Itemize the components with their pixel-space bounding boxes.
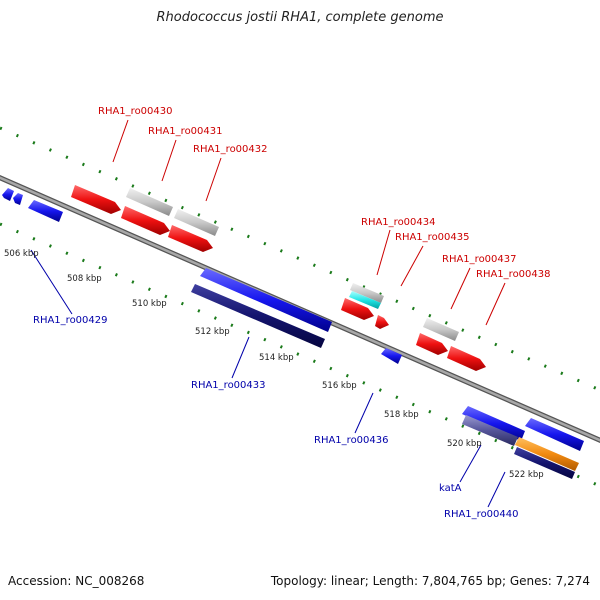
gene-label[interactable]: katA <box>439 483 462 494</box>
leader-line <box>161 139 177 182</box>
leader-line <box>205 157 222 202</box>
upper-tick-row <box>0 126 600 392</box>
leader-line <box>30 249 73 315</box>
leader-line <box>354 392 374 434</box>
gene-arrow[interactable] <box>447 346 486 371</box>
leader-line <box>487 471 506 508</box>
genome-summary: Topology: linear; Length: 7,804,765 bp; … <box>270 574 590 588</box>
leader-line <box>112 119 129 163</box>
gene-features <box>2 185 584 479</box>
scale-label: 508 kbp <box>67 274 102 284</box>
scale-label: 506 kbp <box>4 249 39 259</box>
gene-label[interactable]: RHA1_ro00436 <box>314 435 389 446</box>
gene-arrow[interactable] <box>349 291 381 309</box>
gene-arrow[interactable] <box>341 298 374 320</box>
gene-arrow[interactable] <box>28 200 63 222</box>
leader-line <box>231 336 250 379</box>
gene-arrow[interactable] <box>191 284 325 348</box>
gene-arrow[interactable] <box>375 315 389 329</box>
gene-arrow[interactable] <box>174 209 219 236</box>
gene-arrow[interactable] <box>13 193 23 205</box>
gene-arrow[interactable] <box>515 437 579 471</box>
gene-label[interactable]: RHA1_ro00440 <box>444 509 519 520</box>
gene-arrow[interactable] <box>2 188 14 201</box>
gene-arrow[interactable] <box>462 415 518 446</box>
leader-line <box>485 282 506 326</box>
leader-line <box>450 267 471 310</box>
gene-label[interactable]: RHA1_ro00438 <box>476 269 551 280</box>
gene-labels: RHA1_ro00430RHA1_ro00431RHA1_ro00432RHA1… <box>33 106 551 520</box>
gene-arrow[interactable] <box>121 206 170 235</box>
gene-label[interactable]: RHA1_ro00430 <box>98 106 173 117</box>
gene-arrow[interactable] <box>462 406 525 441</box>
gene-arrow[interactable] <box>514 447 575 479</box>
gene-label[interactable]: RHA1_ro00432 <box>193 144 268 155</box>
gene-label[interactable]: RHA1_ro00435 <box>395 232 470 243</box>
scale-label: 512 kbp <box>195 327 230 337</box>
scale-label: 518 kbp <box>384 410 419 420</box>
gene-arrow[interactable] <box>381 348 402 364</box>
scale-label: 520 kbp <box>447 439 482 449</box>
gene-arrow[interactable] <box>350 283 384 303</box>
gene-label[interactable]: RHA1_ro00433 <box>191 380 266 391</box>
gene-arrow[interactable] <box>423 318 459 341</box>
gene-arrow[interactable] <box>71 185 121 214</box>
leader-lines <box>30 119 506 508</box>
gene-arrow[interactable] <box>525 418 584 451</box>
gene-arrow[interactable] <box>416 333 448 355</box>
lower-tick-row <box>0 222 600 488</box>
map-title: Rhodococcus jostii RHA1, complete genome <box>156 10 444 25</box>
gene-arrow[interactable] <box>126 188 173 216</box>
leader-line <box>459 444 482 483</box>
gene-label[interactable]: RHA1_ro00431 <box>148 126 223 137</box>
scale-labels: 506 kbp 508 kbp 510 kbp 512 kbp 514 kbp 516 k… <box>4 249 544 480</box>
gene-label[interactable]: RHA1_ro00437 <box>442 254 517 265</box>
scale-label: 522 kbp <box>509 470 544 480</box>
gene-label[interactable]: RHA1_ro00434 <box>361 217 436 228</box>
scale-label: 510 kbp <box>132 299 167 309</box>
leader-line <box>400 245 424 287</box>
gene-arrow[interactable] <box>168 225 213 252</box>
gene-arrow[interactable] <box>200 268 332 332</box>
leader-line <box>376 229 391 276</box>
scale-label: 516 kbp <box>322 381 357 391</box>
scale-label: 514 kbp <box>259 353 294 363</box>
gene-label[interactable]: RHA1_ro00429 <box>33 315 108 326</box>
accession-label: Accession: NC_008268 <box>8 574 145 588</box>
